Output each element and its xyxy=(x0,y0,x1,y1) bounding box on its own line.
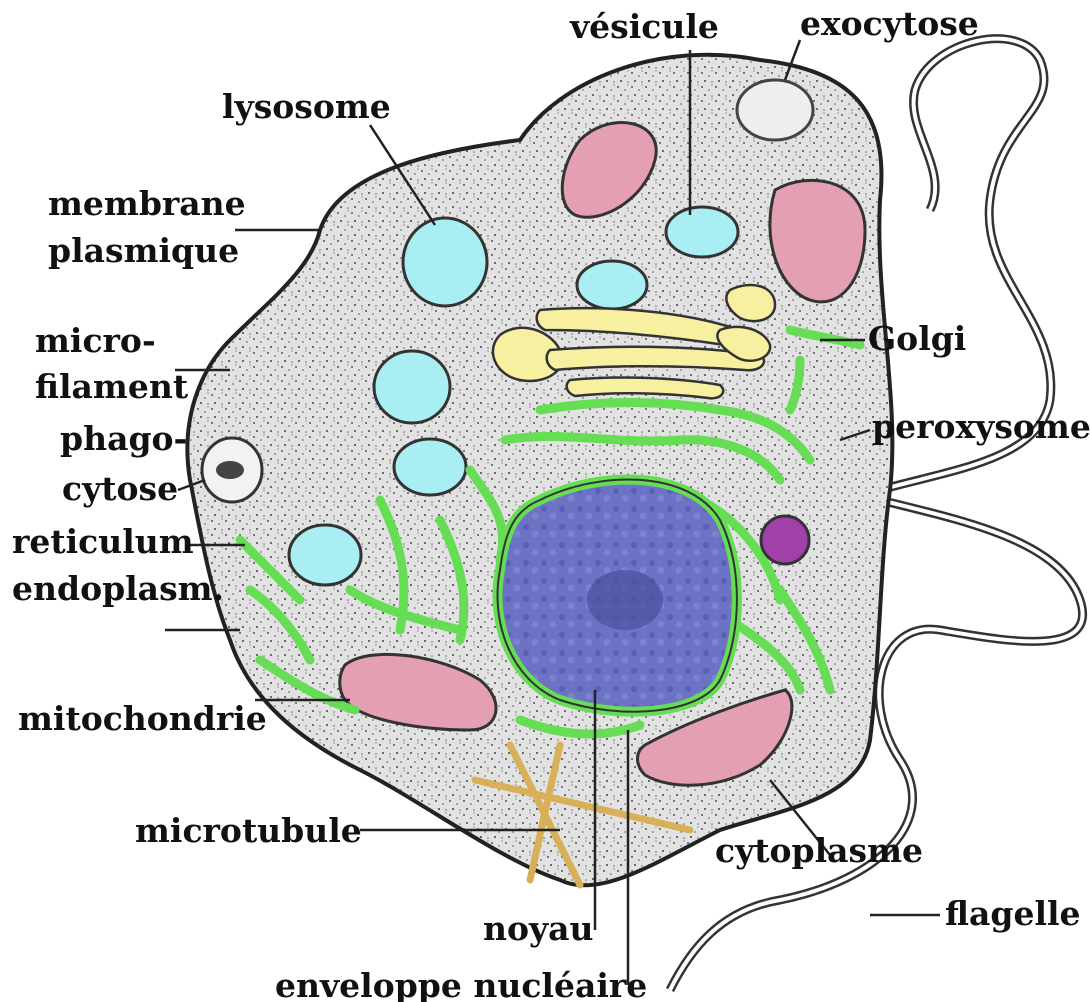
label-reticulum-line1: reticulum xyxy=(12,522,194,561)
phagocytic-vacuole xyxy=(202,438,262,502)
label-membrane-line1: membrane xyxy=(48,184,246,223)
plasma-membrane xyxy=(187,55,892,886)
label-cytoplasme: cytoplasme xyxy=(715,831,923,870)
peroxisome xyxy=(761,516,809,564)
label-vesicule: vésicule xyxy=(569,7,719,46)
label-microtubule: microtubule xyxy=(135,811,362,850)
nucleus xyxy=(498,480,737,712)
label-peroxysome: peroxysome xyxy=(872,407,1090,446)
label-membrane-line2: plasmique xyxy=(48,231,239,270)
label-lysosome: lysosome xyxy=(222,87,391,126)
exocytosis-vesicle xyxy=(737,80,813,140)
label-noyau: noyau xyxy=(483,909,594,948)
label-enveloppe-nucleaire: enveloppe nucléaire xyxy=(275,966,647,1002)
label-phagocytose-line1: phago- xyxy=(60,419,187,458)
label-exocytose: exocytose xyxy=(800,4,979,43)
label-phagocytose-line2: cytose xyxy=(62,469,178,508)
label-microfilament-line1: micro- xyxy=(35,321,156,360)
label-flagelle: flagelle xyxy=(945,894,1081,933)
label-mitochondrie: mitochondrie xyxy=(18,699,267,738)
label-golgi: Golgi xyxy=(868,319,966,358)
label-microfilament-line2: filament xyxy=(35,367,189,406)
label-reticulum-line2: endoplasm. xyxy=(12,569,224,608)
